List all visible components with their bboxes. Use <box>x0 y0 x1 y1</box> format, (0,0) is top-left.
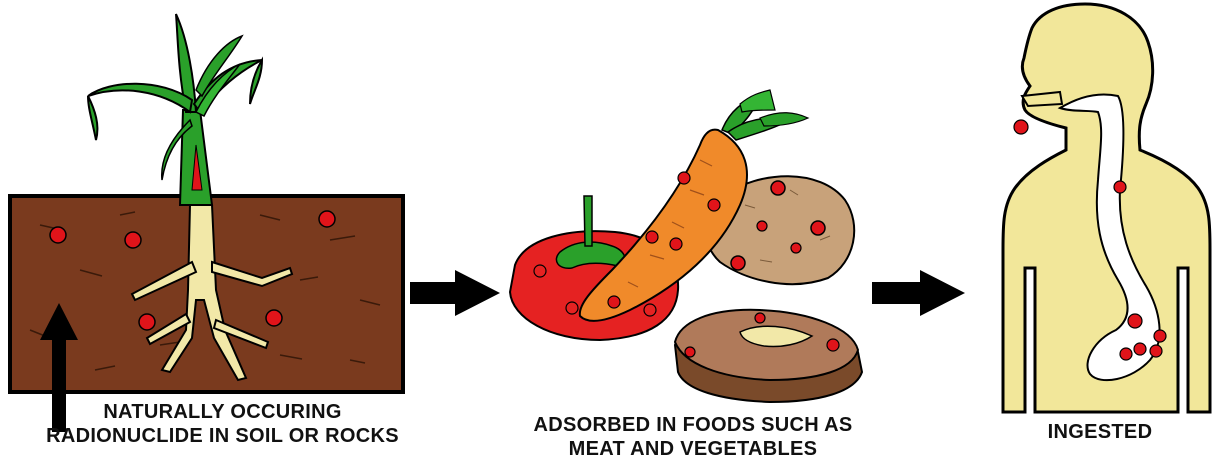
radionuclide-dot-icon <box>646 231 658 243</box>
radionuclide-dot-icon <box>755 313 765 323</box>
radionuclide-dot-icon <box>757 221 767 231</box>
radionuclide-dot-icon <box>1014 120 1028 134</box>
radionuclide-dot-icon <box>1128 314 1142 328</box>
radionuclide-dot-icon <box>319 211 335 227</box>
radionuclide-dot-icon <box>644 304 656 316</box>
meat-slice-icon <box>675 310 862 402</box>
radionuclide-dot-icon <box>125 232 141 248</box>
caption-line: RADIONUCLIDE IN SOIL OR ROCKS <box>10 424 435 448</box>
arrow-right-icon <box>872 270 965 316</box>
radionuclide-dot-icon <box>1114 181 1126 193</box>
radionuclide-dot-icon <box>678 172 690 184</box>
radionuclide-dot-icon <box>811 221 825 235</box>
caption-line: NATURALLY OCCURING <box>10 400 435 424</box>
radionuclide-dot-icon <box>685 347 695 357</box>
radionuclide-dot-icon <box>731 256 745 270</box>
caption-ingested: INGESTED <box>990 420 1210 444</box>
radionuclide-dot-icon <box>50 227 66 243</box>
radionuclide-dot-icon <box>266 310 282 326</box>
radionuclide-dot-icon <box>1154 330 1166 342</box>
radionuclide-dot-icon <box>1120 348 1132 360</box>
radionuclide-dot-icon <box>1150 345 1162 357</box>
arrow-right-icon <box>410 270 500 316</box>
caption-soil-radionuclide: NATURALLY OCCURING RADIONUCLIDE IN SOIL … <box>10 400 435 448</box>
caption-line: INGESTED <box>990 420 1210 444</box>
radionuclide-dot-icon <box>827 339 839 351</box>
caption-foods-adsorbed: ADSORBED IN FOODS SUCH AS MEAT AND VEGET… <box>468 413 918 461</box>
radionuclide-dot-icon <box>566 302 578 314</box>
corn-plant-icon <box>88 14 262 205</box>
radionuclide-dot-icon <box>534 265 546 277</box>
radionuclide-dot-icon <box>708 199 720 211</box>
caption-line: ADSORBED IN FOODS SUCH AS <box>468 413 918 437</box>
human-body-icon <box>1003 4 1210 412</box>
radionuclide-dot-icon <box>791 243 801 253</box>
radionuclide-dot-icon <box>670 238 682 250</box>
radionuclide-dot-icon <box>139 314 155 330</box>
caption-line: MEAT AND VEGETABLES <box>468 437 918 461</box>
radionuclide-dot-icon <box>608 296 620 308</box>
radionuclide-dot-icon <box>1134 343 1146 355</box>
radionuclide-dot-icon <box>771 181 785 195</box>
